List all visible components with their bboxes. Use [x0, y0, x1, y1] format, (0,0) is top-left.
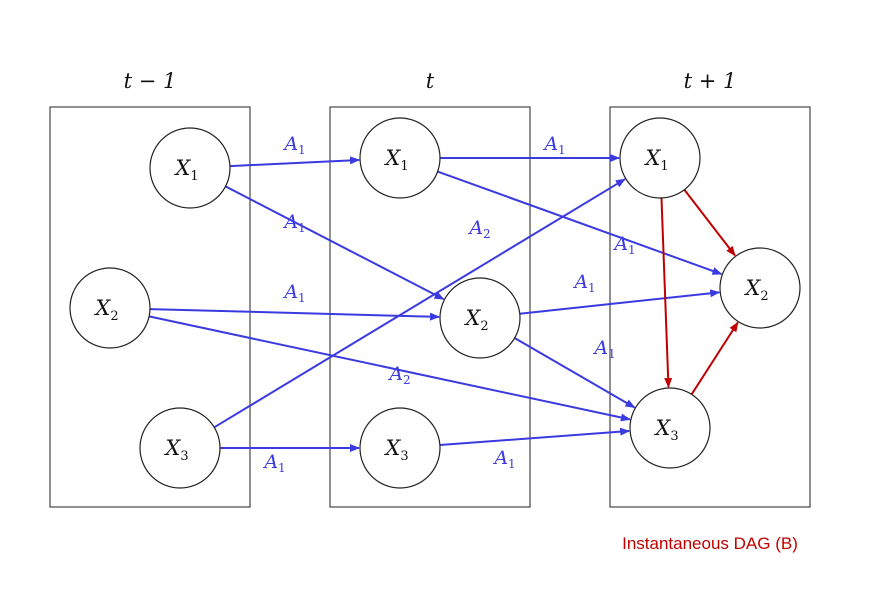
node-tp1_X1: X1 — [619, 117, 701, 199]
edge-label-e8: A1 — [612, 233, 635, 257]
node-circle — [69, 267, 151, 349]
column-title-t: t — [426, 69, 435, 93]
edge-t_X3-to-tp1_X3 — [439, 427, 631, 447]
edge-label-e7: A1 — [542, 133, 565, 157]
edge-tm1_X2-to-tp1_X3 — [148, 315, 631, 422]
edge-label-e1: A1 — [282, 133, 305, 157]
node-circle — [359, 407, 441, 489]
node-t_X2: X2 — [439, 277, 521, 359]
node-t_X3: X3 — [359, 407, 441, 489]
edge-label-e10: A1 — [592, 337, 615, 361]
edge-label-e4: A2 — [387, 363, 410, 387]
edge-label-e3: A1 — [282, 281, 305, 305]
edge-tm1_X1-to-t_X2 — [225, 185, 445, 301]
node-label: X3 — [653, 416, 678, 444]
node-circle — [719, 247, 801, 329]
node-tp1_X3: X3 — [629, 387, 711, 469]
edge-label-e2: A1 — [282, 211, 305, 235]
node-circle — [619, 117, 701, 199]
column-frame-tp1 — [609, 106, 811, 508]
node-tp1_X2: X2 — [719, 247, 801, 329]
node-tm1_X3: X3 — [139, 407, 221, 489]
edge-t_X2-to-tp1_X3 — [514, 337, 636, 409]
node-t_X1: X1 — [359, 117, 441, 199]
edge-label-e6: A1 — [262, 451, 285, 475]
edge-tm1_X1-to-t_X1 — [229, 156, 361, 168]
edge-label-e9: A1 — [572, 271, 595, 295]
edges-layer — [148, 154, 739, 452]
edge-tm1_X2-to-t_X2 — [149, 308, 441, 321]
node-label: X1 — [383, 146, 408, 174]
edge-t_X1-to-tp1_X2 — [437, 170, 723, 276]
column-title-tm1: t − 1 — [124, 69, 177, 93]
node-label: X2 — [743, 276, 768, 304]
edge-tp1_X1-to-tp1_X3 — [660, 197, 673, 389]
node-circle — [149, 127, 231, 209]
column-title-tp1: t + 1 — [684, 69, 737, 93]
node-tm1_X2: X2 — [69, 267, 151, 349]
node-circle — [139, 407, 221, 489]
node-label: X3 — [163, 436, 188, 464]
column-frame-tm1 — [49, 106, 251, 508]
edge-label-e5: A2 — [467, 217, 490, 241]
edge-tp1_X1-to-tp1_X2 — [683, 189, 736, 257]
node-label: X2 — [93, 296, 118, 324]
caption-instantaneous-dag: Instantaneous DAG (B) — [622, 534, 798, 553]
node-label: X1 — [643, 146, 668, 174]
node-circle — [629, 387, 711, 469]
edge-tp1_X3-to-tp1_X2 — [690, 321, 739, 395]
edge-tm1_X3-to-tp1_X1 — [213, 178, 626, 429]
edge-t_X2-to-tp1_X2 — [519, 289, 721, 315]
node-circle — [359, 117, 441, 199]
node-label: X3 — [383, 436, 408, 464]
edge-label-e11: A1 — [492, 447, 515, 471]
column-frame-t — [329, 106, 531, 508]
node-label: X1 — [173, 156, 198, 184]
node-circle — [439, 277, 521, 359]
node-tm1_X1: X1 — [149, 127, 231, 209]
node-label: X2 — [463, 306, 488, 334]
